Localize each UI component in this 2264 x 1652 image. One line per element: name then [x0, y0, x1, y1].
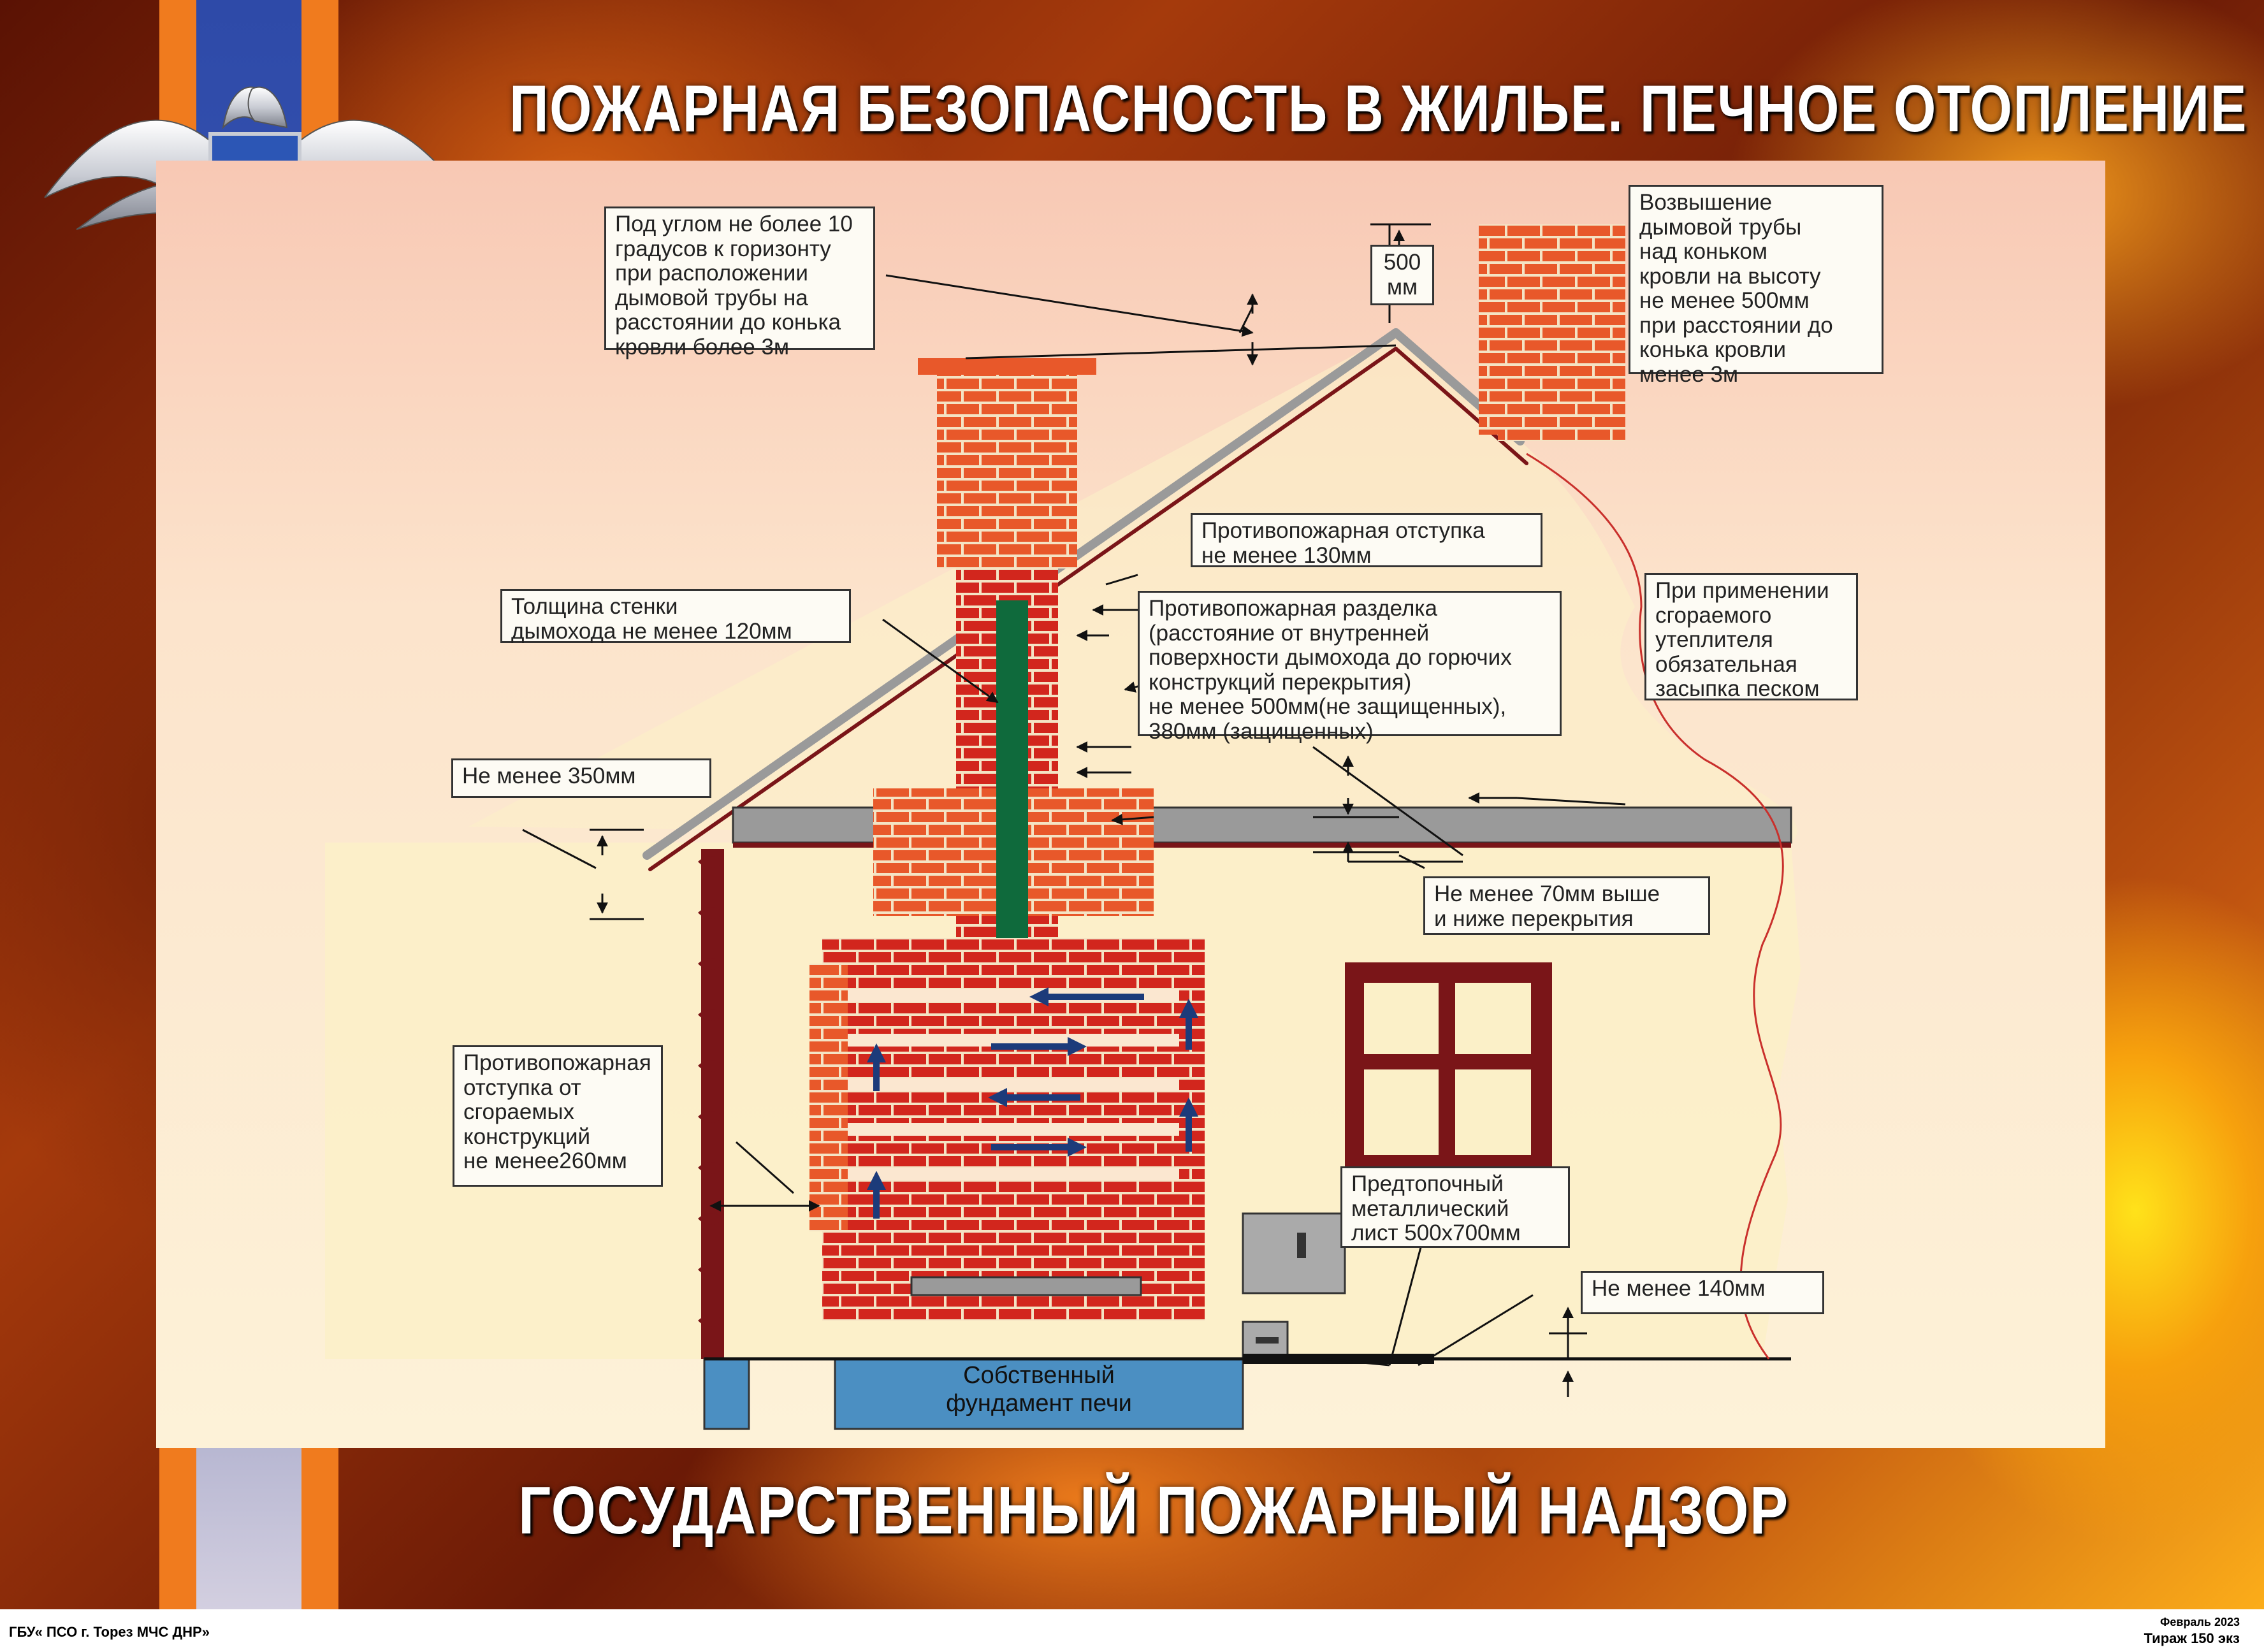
fire-door	[1242, 1212, 1346, 1294]
window	[1345, 962, 1552, 1176]
wall-foundation	[703, 1358, 750, 1430]
gas-flow-arrows	[867, 987, 1198, 1219]
label-height-500: 500 мм	[1370, 245, 1434, 305]
label-min-350: Не менее 350мм	[451, 758, 711, 798]
label-separation: Противопожарная разделка (расстояние от …	[1138, 591, 1562, 743]
log-wall	[698, 849, 724, 1359]
diagram-panel: Под углом не более 10 градусов к горизон…	[156, 161, 2105, 1448]
label-pre-furnace-sheet: Предтопочный металлический лист 500х700м…	[1340, 1166, 1570, 1248]
agency-title: ГОСУДАРСТВЕННЫЙ ПОЖАРНЫЙ НАДЗОР	[518, 1473, 1789, 1548]
leader-lines	[522, 223, 1626, 1397]
label-setback-130: Противопожарная отступка не менее 130мм	[1191, 513, 1542, 567]
footer-print-run: Тираж 150 экз	[2144, 1630, 2240, 1646]
label-foundation: Собственный фундамент печи	[946, 1362, 1132, 1417]
label-min-140: Не менее 140мм	[1581, 1271, 1824, 1314]
page-title: ПОЖАРНАЯ БЕЗОПАСНОСТЬ В ЖИЛЬЕ. ПЕЧНОЕ ОТ…	[509, 72, 2248, 146]
metal-sheet	[1243, 1354, 1434, 1364]
label-chimney-elevation: Возвышение дымовой трубы над коньком кро…	[1629, 185, 1883, 386]
footer-bar	[0, 1609, 2264, 1652]
label-min-70: Не менее 70мм выше и ниже перекрытия	[1423, 876, 1710, 935]
footer-org: ГБУ« ПСО г. Торез МЧС ДНР»	[9, 1624, 210, 1640]
label-wall-thickness: Толщина стенки дымохода не менее 120мм	[500, 589, 851, 643]
stove-foundation	[834, 1358, 1244, 1430]
footer-date: Февраль 2023	[2160, 1616, 2240, 1628]
insulation-curve	[1526, 453, 1784, 1359]
label-insulation: При применении сгораемого утеплителя обя…	[1644, 573, 1858, 701]
label-setback-260: Противопожарная отступка от сгораемых ко…	[453, 1045, 663, 1187]
grate	[910, 1276, 1142, 1296]
label-angle: Под углом не более 10 градусов к горизон…	[604, 207, 875, 359]
chimney-top	[937, 358, 1077, 569]
